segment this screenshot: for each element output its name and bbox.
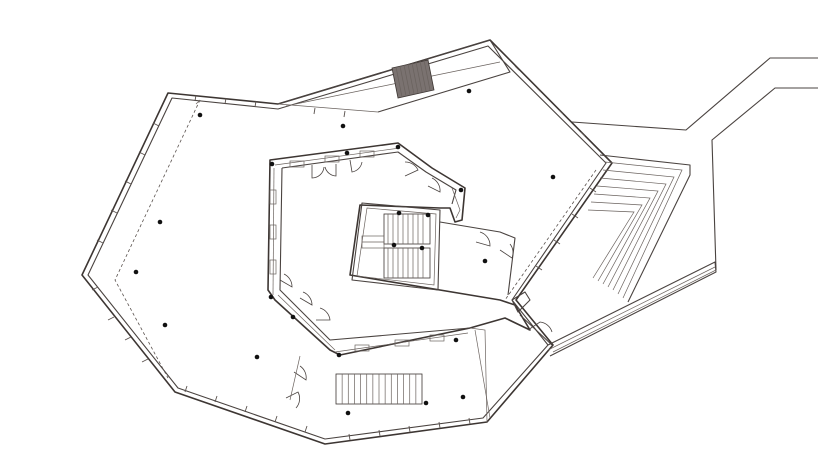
column-dot [391,242,397,248]
column-dot [453,337,459,343]
terrace-line [114,99,597,379]
terraced-seating [587,154,691,303]
column-dot [133,269,139,275]
perimeter-ticks [91,65,597,441]
inner-core-ring [267,142,531,356]
column-dot [162,322,168,328]
column-dot [336,352,342,358]
upper-wing [277,39,511,113]
column-dot [340,123,346,129]
column-dot [157,219,163,225]
column-dot [419,245,425,251]
central-stair-core [351,202,441,291]
column-dot [460,394,466,400]
structural-columns [133,88,556,416]
column-dot [466,88,472,94]
column-dot [345,410,351,416]
column-dot [396,210,402,216]
door-swings [279,159,553,409]
column-dot [425,212,431,218]
bottom-stair [335,373,423,405]
access-ramp [547,57,818,357]
column-dot [290,314,296,320]
column-dot [268,294,274,300]
column-dot [197,112,203,118]
interior-partitions [439,221,553,423]
column-dot [482,258,488,264]
column-dot [395,144,401,150]
column-dot [254,354,260,360]
column-dot [550,174,556,180]
column-dot [423,400,429,406]
column-dot [458,187,464,193]
column-dot [269,161,275,167]
top-stair [391,59,435,99]
column-dot [344,150,350,156]
